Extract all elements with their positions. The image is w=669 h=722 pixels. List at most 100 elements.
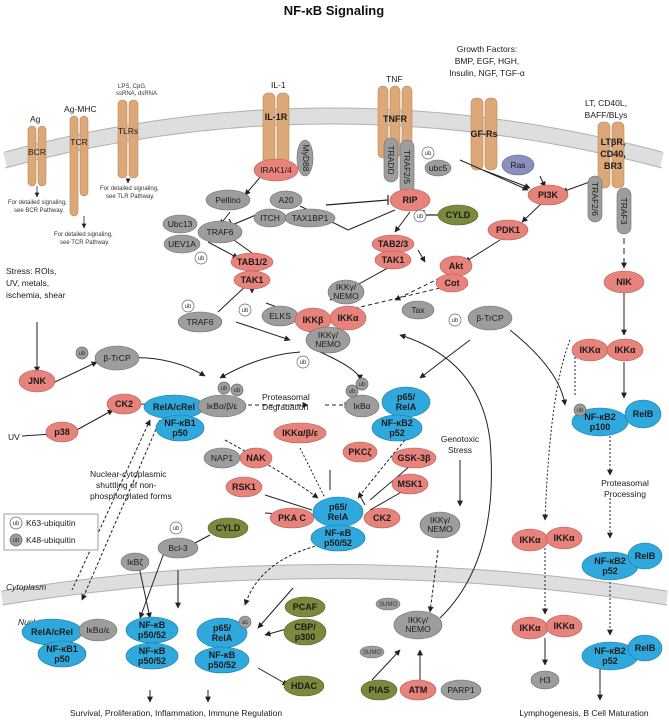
genotoxic-stress-1: Genotoxic xyxy=(441,434,480,444)
node-tak1: TAK1 xyxy=(233,270,271,290)
svg-text:RelB: RelB xyxy=(635,643,656,653)
node-jnk: JNK xyxy=(18,369,56,393)
node-p38: p38 xyxy=(45,421,79,443)
node-msk1: MSK1 xyxy=(391,473,429,495)
node-sumo-2: SUMO xyxy=(359,645,385,659)
node-elks: ELKS xyxy=(261,305,299,327)
node-nfkb1-nuclear: NF-κB1 p50 xyxy=(37,640,87,668)
node-nfkb-nuclear-3: NF-κB p50/52 xyxy=(194,646,250,674)
svg-text:H3: H3 xyxy=(540,675,551,685)
svg-text:CBP/: CBP/ xyxy=(294,622,316,632)
svg-text:MyD88: MyD88 xyxy=(301,145,311,172)
node-ikkabe: IKKα/β/ε xyxy=(273,422,327,444)
svg-text:TRAF3: TRAF3 xyxy=(619,198,629,225)
node-nemo-top: IKKγ/ NEMO xyxy=(327,279,365,305)
svg-text:GSK-3β: GSK-3β xyxy=(398,453,432,463)
svg-text:RelA/cRel: RelA/cRel xyxy=(153,402,195,412)
node-itch: ITCH xyxy=(253,208,287,228)
node-ck2-center: CK2 xyxy=(363,507,401,529)
ligand-lt-2: BAFF/BLys xyxy=(585,110,628,120)
svg-text:IKKγ/: IKKγ/ xyxy=(430,515,451,525)
node-ikka-r4: IKKα xyxy=(545,526,583,550)
nuclear-membrane xyxy=(0,564,669,605)
svg-text:PDK1: PDK1 xyxy=(496,225,520,235)
ligand-gf-3: Insulin, NGF, TGF-α xyxy=(449,68,525,78)
svg-text:IKKγ/: IKKγ/ xyxy=(408,615,429,625)
tcr-note-2: see TCR Pathway. xyxy=(60,240,110,246)
svg-text:p52: p52 xyxy=(389,428,405,438)
svg-text:ub: ub xyxy=(13,538,20,544)
svg-text:β-TrCP: β-TrCP xyxy=(103,353,131,363)
svg-text:SUMO: SUMO xyxy=(363,650,381,656)
proteasomal-degradation-2: Degradation xyxy=(262,402,309,412)
svg-text:Tax: Tax xyxy=(411,305,425,315)
svg-text:IκBα/ε: IκBα/ε xyxy=(86,625,110,635)
svg-text:ub: ub xyxy=(425,151,432,157)
svg-text:TRAF2/5: TRAF2/5 xyxy=(402,150,412,184)
svg-text:ub: ub xyxy=(359,382,366,388)
svg-text:ub: ub xyxy=(577,408,584,414)
outcome-lymphogenesis: Lymphogenesis, B Cell Maturation xyxy=(519,708,648,718)
node-nfkb2-p100: NF-κB2 p100 xyxy=(571,407,629,437)
node-ubc13: Ubc13 xyxy=(162,214,198,234)
svg-text:TAB2/3: TAB2/3 xyxy=(378,239,408,249)
svg-text:ub: ub xyxy=(173,526,180,532)
shuttling-note-3: phosphorylated forms xyxy=(90,491,172,501)
node-parp1: PARP1 xyxy=(440,679,482,701)
svg-text:NAP1: NAP1 xyxy=(211,453,233,463)
svg-text:IKKα/β/ε: IKKα/β/ε xyxy=(282,428,319,438)
svg-text:ub: ub xyxy=(185,304,192,310)
svg-text:IKKα: IKKα xyxy=(553,621,574,631)
svg-text:NF-κB: NF-κB xyxy=(139,646,166,656)
node-nfkb-center: NF-κB p50/52 xyxy=(310,524,366,552)
svg-text:p50/52: p50/52 xyxy=(208,660,236,670)
svg-text:CK2: CK2 xyxy=(373,513,391,523)
node-cyld: CYLD xyxy=(437,204,479,226)
svg-text:CYLD: CYLD xyxy=(446,210,471,220)
svg-text:p65/: p65/ xyxy=(397,392,416,402)
svg-text:PCAF: PCAF xyxy=(293,602,318,612)
node-btrcp-right: β-TrCP xyxy=(467,305,513,331)
tlr-note-2: see TLR Pathway. xyxy=(106,194,155,200)
cytoplasm-label: Cytoplasm xyxy=(6,582,46,592)
svg-text:IKKα: IKKα xyxy=(337,313,358,323)
svg-text:IKKγ/: IKKγ/ xyxy=(318,330,339,340)
svg-text:RIP: RIP xyxy=(402,195,417,205)
receptor-tlrs: TLRs xyxy=(117,99,139,179)
svg-text:TAK1: TAK1 xyxy=(382,255,405,265)
svg-text:SUMO: SUMO xyxy=(379,602,397,608)
node-tradd: TRADD xyxy=(383,137,399,183)
node-atm: ATM xyxy=(399,679,437,701)
svg-text:NF-κB: NF-κB xyxy=(325,528,352,538)
svg-text:TLRs: TLRs xyxy=(118,126,138,136)
svg-text:ATM: ATM xyxy=(409,685,428,695)
node-h3: H3 xyxy=(530,670,560,690)
node-nemo-main: IKKγ/ NEMO xyxy=(305,326,351,354)
svg-text:Akt: Akt xyxy=(449,261,464,271)
node-irak14: IRAK1/4 xyxy=(253,158,299,182)
svg-text:Ras: Ras xyxy=(510,160,525,170)
node-relb-3: RelB xyxy=(627,634,663,662)
stress-label-1: Stress: ROIs, xyxy=(6,266,57,276)
stress-label-2: UV, metals, xyxy=(6,278,49,288)
svg-text:RelA: RelA xyxy=(212,633,233,643)
svg-text:NEMO: NEMO xyxy=(405,624,431,634)
svg-text:BR3: BR3 xyxy=(604,161,622,171)
node-nemo-genotoxic: IKKγ/ NEMO xyxy=(419,511,461,539)
svg-text:NF-κB2: NF-κB2 xyxy=(594,646,626,656)
node-ras: Ras xyxy=(501,154,535,176)
node-relacrel-nuclear: RelA/cRel xyxy=(21,618,83,646)
svg-text:ub: ub xyxy=(79,351,86,357)
node-nfkb2-p52-cyto: NF-κB2 p52 xyxy=(371,414,423,442)
node-nfkb-nuclear-2: NF-κB p50/52 xyxy=(125,642,179,670)
tlr-note-1: For detailed signaling, xyxy=(100,186,159,192)
node-ikba: IκBα xyxy=(344,394,380,418)
legend-k48: K48-ubiquitin xyxy=(26,535,76,545)
proteasomal-degradation-1: Proteasomal xyxy=(262,392,310,402)
svg-text:TRAF6: TRAF6 xyxy=(187,317,214,327)
svg-text:IκBα: IκBα xyxy=(353,401,370,411)
svg-text:p300: p300 xyxy=(295,632,316,642)
svg-text:TAX1BP1: TAX1BP1 xyxy=(292,213,329,223)
svg-text:p52: p52 xyxy=(602,656,618,666)
svg-text:IKKγ/: IKKγ/ xyxy=(336,282,357,292)
